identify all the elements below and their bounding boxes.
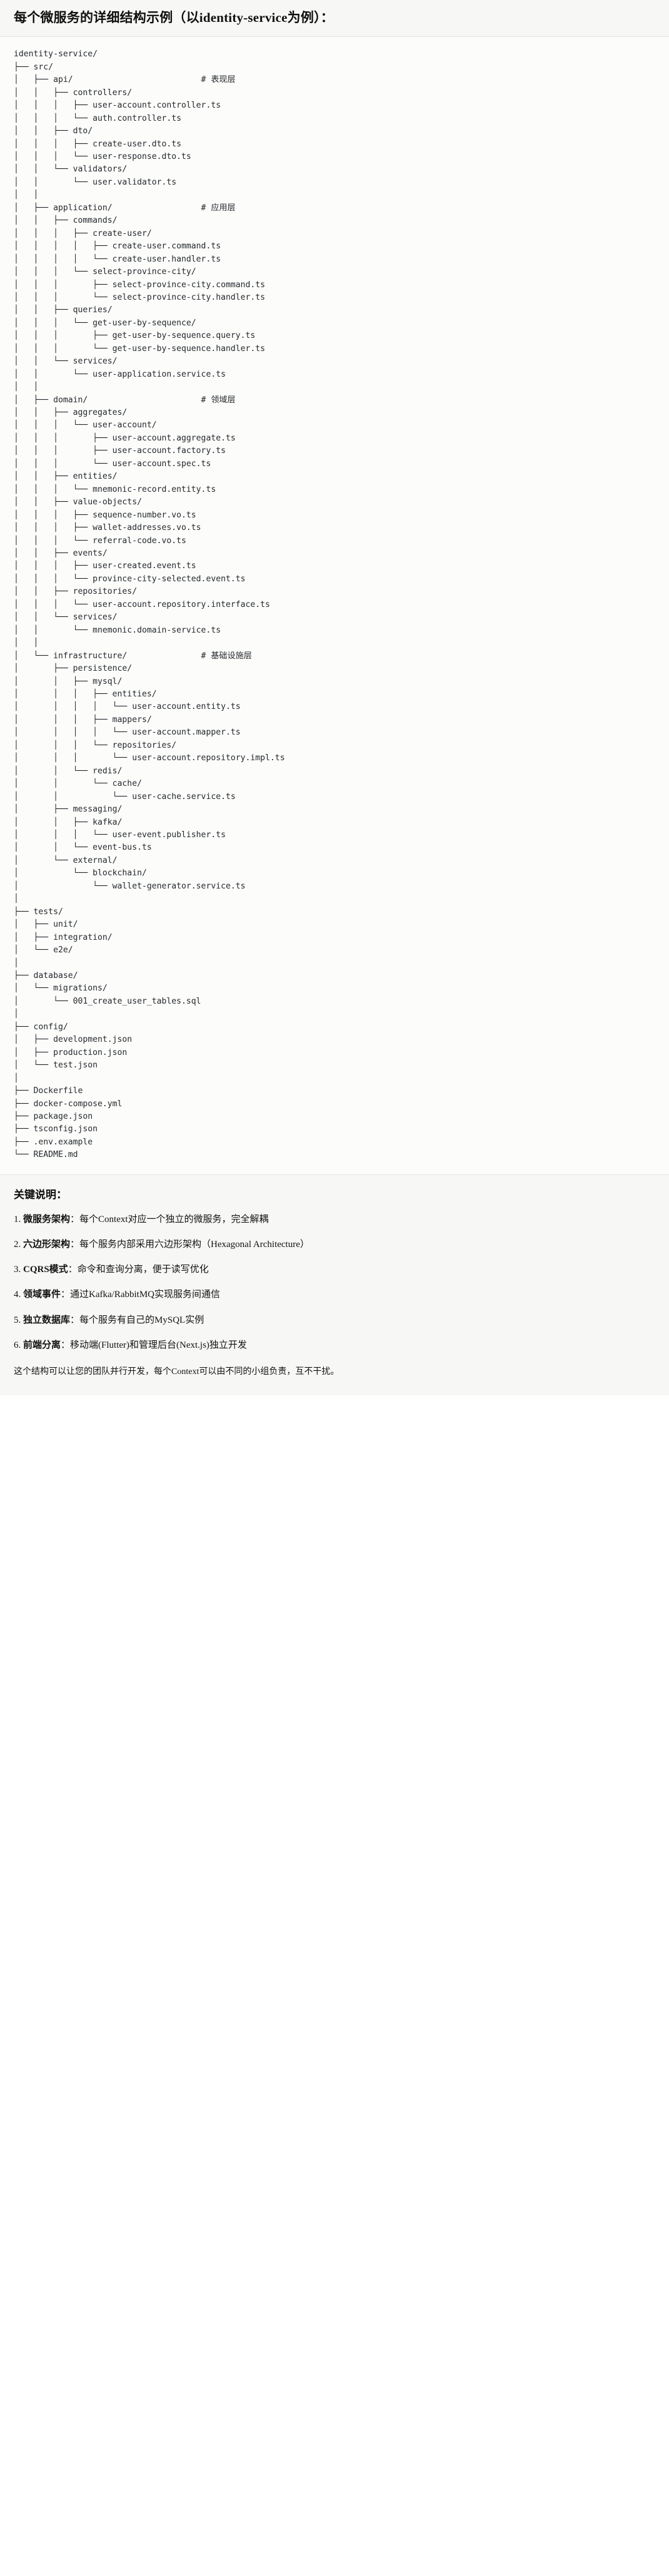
- note-term: 六边形架构: [23, 1239, 71, 1250]
- note-desc: ：每个服务内部采用六边形架构（Hexagonal Architecture）: [70, 1239, 309, 1250]
- note-term: 领域事件: [23, 1290, 61, 1300]
- note-term: 微服务架构: [23, 1214, 71, 1224]
- list-item: 微服务架构：每个Context对应一个独立的微服务，完全解耦: [14, 1213, 655, 1227]
- key-notes-list: 微服务架构：每个Context对应一个独立的微服务，完全解耦 六边形架构：每个服…: [14, 1213, 655, 1353]
- closing-paragraph: 这个结构可以让您的团队并行开发，每个Context可以由不同的小组负责，互不干扰…: [14, 1367, 340, 1377]
- directory-tree: identity-service/ ├── src/ │ ├── api/ # …: [14, 49, 285, 1160]
- note-desc: ：每个服务有自己的MySQL实例: [70, 1315, 204, 1325]
- note-desc: ：通过Kafka/RabbitMQ实现服务间通信: [61, 1290, 220, 1300]
- key-notes-section: 关键说明： 微服务架构：每个Context对应一个独立的微服务，完全解耦 六边形…: [0, 1174, 669, 1396]
- list-item: 前端分离：移动端(Flutter)和管理后台(Next.js)独立开发: [14, 1338, 655, 1353]
- note-term: 前端分离: [23, 1340, 61, 1350]
- page-title: 每个微服务的详细结构示例（以identity-service为例）：: [14, 10, 334, 25]
- directory-tree-block: identity-service/ ├── src/ │ ├── api/ # …: [0, 37, 669, 1175]
- list-item: 独立数据库：每个服务有自己的MySQL实例: [14, 1313, 655, 1328]
- list-item: 六边形架构：每个服务内部采用六边形架构（Hexagonal Architectu…: [14, 1238, 655, 1252]
- document-header: 每个微服务的详细结构示例（以identity-service为例）：: [0, 0, 669, 38]
- list-item: CQRS模式：命令和查询分离，便于读写优化: [14, 1263, 655, 1277]
- note-desc: ：命令和查询分离，便于读写优化: [68, 1265, 209, 1275]
- note-desc: ：每个Context对应一个独立的微服务，完全解耦: [70, 1214, 269, 1224]
- key-notes-title: 关键说明：: [14, 1188, 67, 1201]
- note-term: 独立数据库: [23, 1315, 71, 1325]
- note-desc: ：移动端(Flutter)和管理后台(Next.js)独立开发: [61, 1340, 247, 1350]
- list-item: 领域事件：通过Kafka/RabbitMQ实现服务间通信: [14, 1288, 655, 1302]
- note-term: CQRS模式: [23, 1265, 68, 1275]
- page-root: 每个微服务的详细结构示例（以identity-service为例）： ident…: [0, 0, 669, 1395]
